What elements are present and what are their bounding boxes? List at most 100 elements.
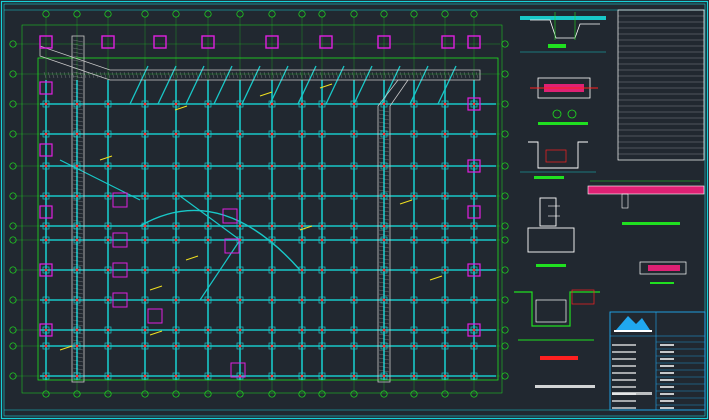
ramp-hatch bbox=[378, 313, 390, 317]
axis-bubble-top bbox=[236, 10, 244, 18]
ramp-hatch bbox=[467, 71, 471, 79]
column-core bbox=[382, 268, 386, 272]
beam-diagonal bbox=[325, 65, 345, 105]
title-cell-text bbox=[612, 379, 636, 381]
ramp-hatch bbox=[107, 71, 111, 79]
column bbox=[268, 130, 276, 138]
ramp-hatch bbox=[378, 361, 390, 365]
column-tag bbox=[467, 159, 481, 173]
column bbox=[380, 342, 388, 350]
ramp-bands bbox=[39, 35, 481, 383]
ramp-hatch bbox=[43, 71, 47, 79]
column-core bbox=[75, 374, 79, 378]
ramp-hatch bbox=[279, 71, 283, 79]
ramp-hatch bbox=[123, 71, 127, 79]
ramp-hatch bbox=[72, 279, 84, 283]
ramp-hatch bbox=[403, 71, 407, 79]
column bbox=[42, 296, 50, 304]
column-core bbox=[320, 328, 324, 332]
axis-bubble-left bbox=[9, 296, 17, 304]
column-core bbox=[174, 268, 178, 272]
column-core bbox=[174, 328, 178, 332]
ramp-hatch bbox=[72, 251, 84, 255]
ramp-hatch bbox=[72, 307, 84, 311]
title-cell-text bbox=[660, 407, 674, 409]
column-core bbox=[238, 224, 242, 228]
column-core bbox=[106, 298, 110, 302]
axis-bubbles bbox=[9, 10, 509, 398]
column-core bbox=[106, 268, 110, 272]
column bbox=[204, 266, 212, 274]
column-tag bbox=[112, 292, 128, 308]
column-core bbox=[443, 164, 447, 168]
leader-note bbox=[185, 255, 199, 261]
column-core bbox=[443, 194, 447, 198]
column-core bbox=[320, 268, 324, 272]
column bbox=[298, 192, 306, 200]
column-core bbox=[270, 374, 274, 378]
ramp-hatch bbox=[271, 71, 275, 79]
ramp-hatch bbox=[311, 71, 315, 79]
column-core bbox=[443, 224, 447, 228]
column-core bbox=[352, 224, 356, 228]
axis-bubble-left bbox=[9, 130, 17, 138]
axis-bubble-left bbox=[9, 192, 17, 200]
ramp-hatch bbox=[171, 71, 175, 79]
ramp-hatch bbox=[111, 71, 115, 79]
column-core bbox=[472, 298, 476, 302]
ramp-hatch bbox=[378, 253, 390, 257]
column bbox=[298, 326, 306, 334]
ramp-hatch bbox=[378, 321, 390, 325]
column-core bbox=[206, 132, 210, 136]
ramp-hatch bbox=[378, 113, 390, 117]
ramp-hatch bbox=[72, 335, 84, 339]
ramp-hatch bbox=[72, 71, 84, 75]
logo-icon bbox=[614, 316, 652, 332]
column bbox=[268, 326, 276, 334]
ramp-hatch bbox=[378, 277, 390, 281]
column-core bbox=[75, 344, 79, 348]
beam-diagonal bbox=[437, 65, 457, 105]
ramp-hatch bbox=[307, 71, 311, 79]
column-core bbox=[320, 298, 324, 302]
column-core bbox=[472, 132, 476, 136]
column-core bbox=[75, 164, 79, 168]
column-core bbox=[143, 132, 147, 136]
column bbox=[318, 296, 326, 304]
ramp-hatch bbox=[455, 71, 459, 79]
column-core bbox=[238, 164, 242, 168]
column-core bbox=[300, 374, 304, 378]
column bbox=[318, 372, 326, 380]
axis-bubble-left bbox=[9, 266, 17, 274]
column-core bbox=[382, 344, 386, 348]
column-core bbox=[143, 268, 147, 272]
ramp-hatch bbox=[195, 71, 199, 79]
title-block bbox=[609, 311, 706, 411]
ramp-hatch bbox=[72, 323, 84, 327]
column bbox=[470, 342, 478, 350]
column-core bbox=[472, 224, 476, 228]
column bbox=[104, 222, 112, 230]
column-core bbox=[352, 102, 356, 106]
column bbox=[42, 192, 50, 200]
ramp-hatch bbox=[59, 71, 63, 79]
column bbox=[42, 236, 50, 244]
column-core bbox=[174, 298, 178, 302]
ramp-hatch bbox=[179, 71, 183, 79]
ramp-hatch bbox=[447, 71, 451, 79]
column-core bbox=[206, 344, 210, 348]
column bbox=[104, 266, 112, 274]
ramp-hatch bbox=[72, 91, 84, 95]
ramp-hatch bbox=[251, 71, 255, 79]
column bbox=[380, 130, 388, 138]
column-core bbox=[412, 194, 416, 198]
inner-frame bbox=[3, 3, 706, 417]
ramp-hatch bbox=[203, 71, 207, 79]
axis-bubble-top bbox=[104, 10, 112, 18]
ramp-hatch bbox=[283, 71, 287, 79]
column bbox=[350, 266, 358, 274]
column-core bbox=[206, 102, 210, 106]
column bbox=[172, 342, 180, 350]
ramp-hatch bbox=[72, 259, 84, 263]
column bbox=[441, 162, 449, 170]
